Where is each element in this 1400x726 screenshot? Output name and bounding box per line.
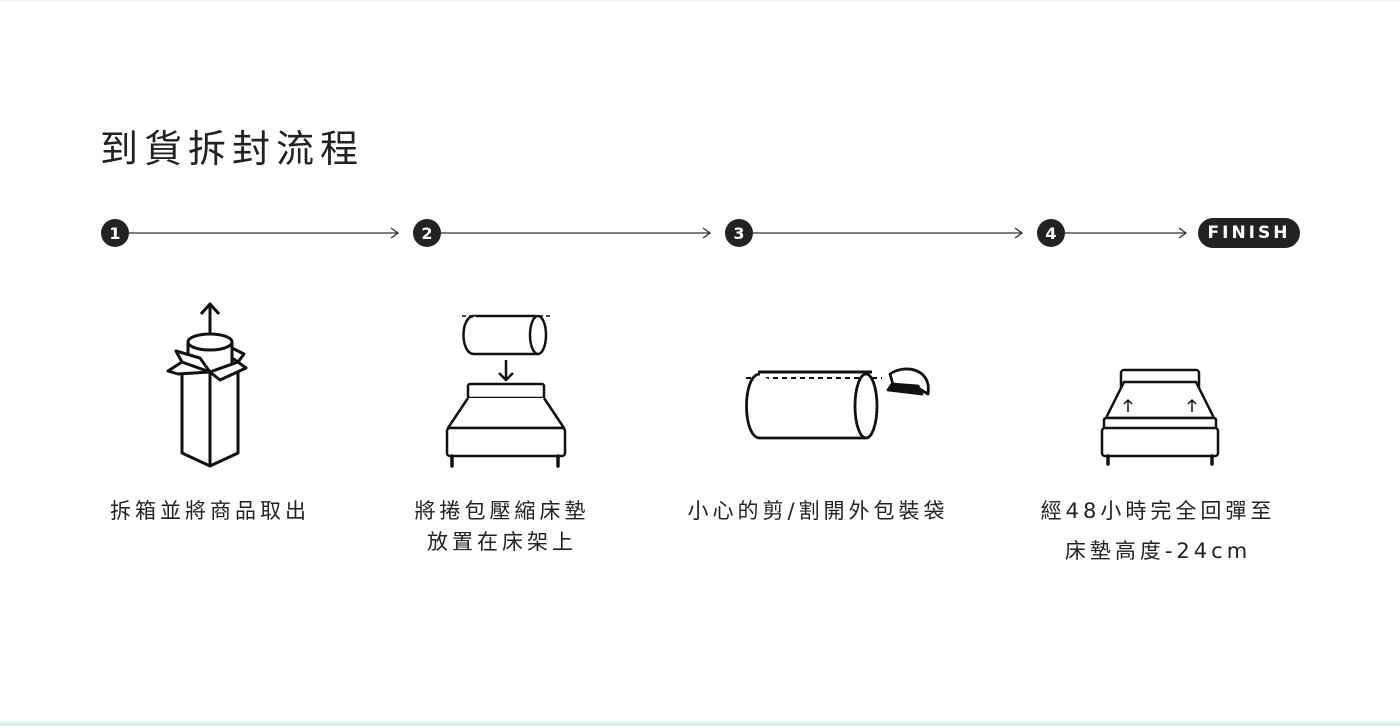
step-4-caption: 經48小時完全回彈至 床墊高度-24cm xyxy=(998,491,1318,571)
step-2-caption: 將捲包壓縮床墊 放置在床架上 xyxy=(342,491,662,562)
progress-arrows xyxy=(129,227,1188,239)
open-box-icon xyxy=(166,302,248,468)
step-3-badge: 3 xyxy=(725,219,753,247)
roll-to-bed-icon xyxy=(445,314,567,468)
step-2-badge: 2 xyxy=(413,219,441,247)
bottom-accent-bar xyxy=(0,722,1400,726)
arrow-head-icon xyxy=(1014,227,1024,239)
caption-line: 床墊高度-24cm xyxy=(1064,539,1252,563)
top-divider xyxy=(0,0,1400,2)
caption-line: 放置在床架上 xyxy=(427,530,577,554)
arrow-head-icon xyxy=(1178,227,1188,239)
caption-line: 小心的剪/割開外包裝袋 xyxy=(687,499,949,523)
caption-line: 拆箱並將商品取出 xyxy=(110,499,310,523)
cut-package-icon xyxy=(745,367,930,440)
arrow-head-icon xyxy=(390,227,400,239)
arrow-head-icon xyxy=(702,227,712,239)
caption-line: 將捲包壓縮床墊 xyxy=(414,499,590,523)
step-1-caption: 拆箱並將商品取出 xyxy=(50,491,370,531)
caption-line: 經48小時完全回彈至 xyxy=(1040,499,1276,523)
step-1-badge: 1 xyxy=(101,219,129,247)
step-4-badge: 4 xyxy=(1037,219,1065,247)
expanded-mattress-bed-icon xyxy=(1100,368,1220,466)
finish-badge: FINISH xyxy=(1198,218,1300,248)
step-3-caption: 小心的剪/割開外包裝袋 xyxy=(658,491,978,531)
page-title: 到貨拆封流程 xyxy=(100,127,365,171)
